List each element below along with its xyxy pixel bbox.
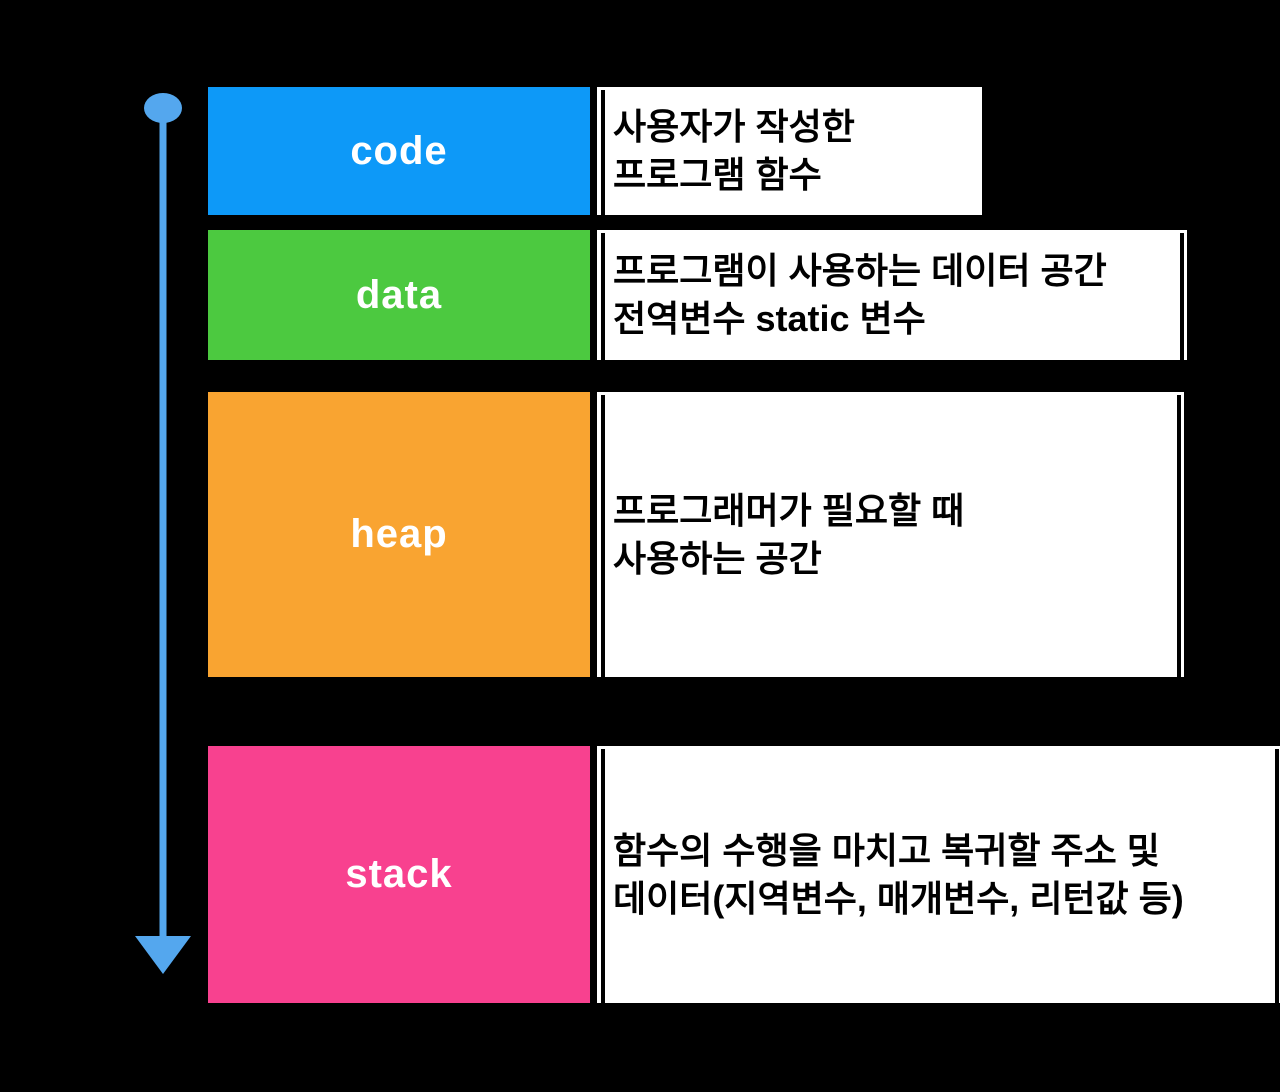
downward-flow-arrow-icon	[135, 93, 191, 974]
heap-block-label: heap	[350, 512, 448, 556]
data-description-box: 프로그램이 사용하는 데이터 공간 전역변수 static 변수	[597, 230, 1187, 360]
stack-description-line: 데이터(지역변수, 매개변수, 리턴값 등)	[613, 877, 1184, 919]
data-block-label: data	[355, 272, 443, 317]
stack-block: stack	[208, 746, 590, 1003]
data-description-line: 전역변수 static 변수	[613, 298, 926, 339]
heap-description-box: 프로그래머가 필요할 때 사용하는 공간	[597, 392, 1184, 677]
heap-description-line: 사용하는 공간	[613, 537, 822, 579]
code-description-line: 사용자가 작성한	[613, 106, 855, 147]
data-block: data	[208, 230, 590, 360]
code-block: code	[208, 87, 590, 215]
stack-description-box: 함수의 수행을 마치고 복귀할 주소 및 데이터(지역변수, 매개변수, 리턴값…	[597, 746, 1280, 1003]
heap-block: heap	[208, 392, 590, 677]
arrow-head	[135, 936, 191, 974]
stack-description-line: 함수의 수행을 마치고 복귀할 주소 및	[613, 829, 1160, 871]
code-block-label: code	[350, 128, 448, 173]
data-description-line: 프로그램이 사용하는 데이터 공간	[613, 250, 1107, 291]
arrow-stem	[159, 108, 167, 943]
code-description-box: 사용자가 작성한 프로그램 함수	[597, 87, 982, 215]
stack-block-label: stack	[345, 852, 453, 896]
code-description-line: 프로그램 함수	[613, 154, 822, 195]
heap-description-line: 프로그래머가 필요할 때	[613, 489, 965, 531]
